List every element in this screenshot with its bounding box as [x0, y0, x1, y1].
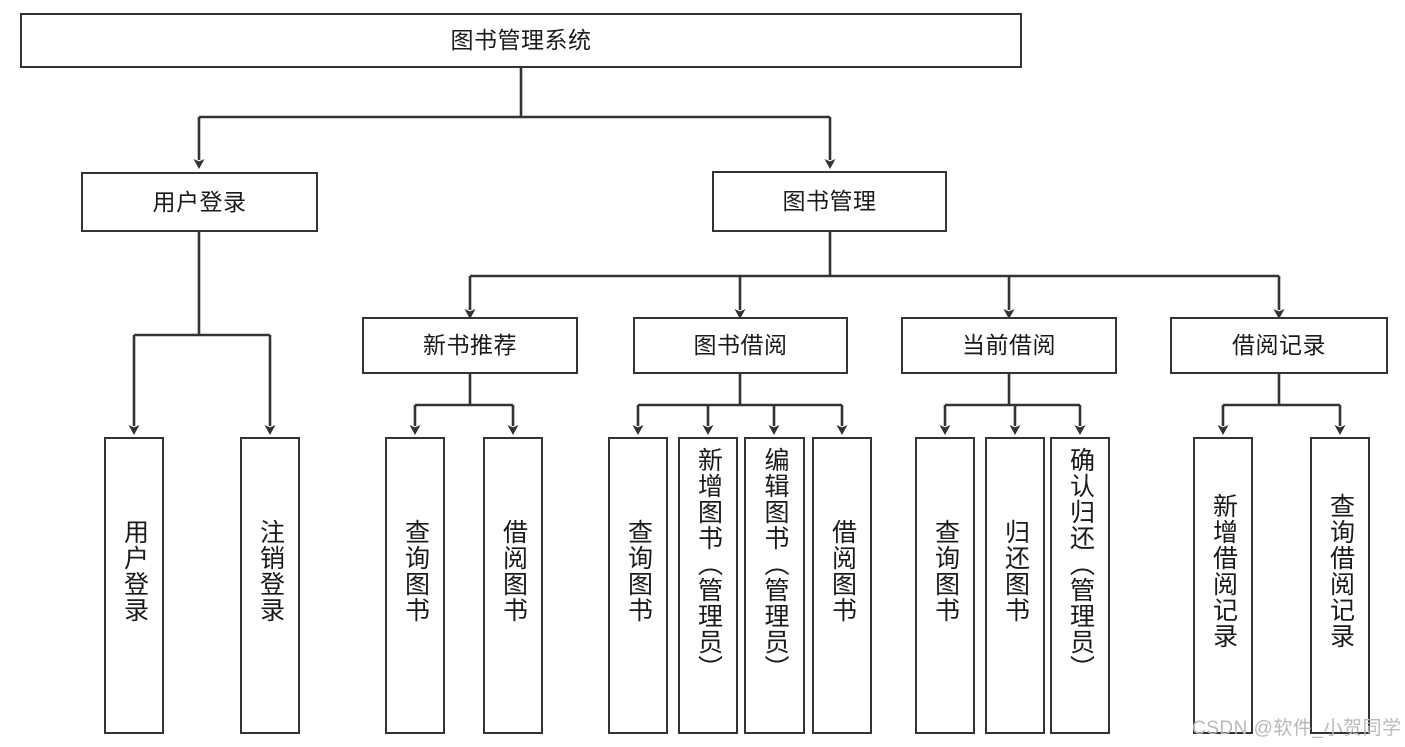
- leaf-query-borrow-record[interactable]: 查询借阅记录: [1310, 437, 1370, 734]
- leaf-logout[interactable]: 注销登录: [240, 437, 300, 734]
- node-book-management[interactable]: 图书管理: [712, 171, 947, 232]
- node-label: 查询借阅记录: [1326, 493, 1355, 649]
- leaf-query-book-recommend[interactable]: 查询图书: [385, 437, 445, 734]
- node-label: 借阅记录: [1232, 332, 1326, 358]
- node-user-login[interactable]: 用户登录: [81, 172, 318, 232]
- node-root-system[interactable]: 图书管理系统: [20, 13, 1022, 68]
- leaf-add-book-admin[interactable]: 新增图书（管理员）: [678, 437, 738, 734]
- node-label: 用户登录: [152, 188, 247, 215]
- node-label: 新增借阅记录: [1209, 493, 1238, 649]
- node-label: 新书推荐: [423, 332, 517, 358]
- node-label: 借阅图书: [499, 519, 528, 623]
- node-current-borrow[interactable]: 当前借阅: [901, 317, 1117, 374]
- csdn-watermark: CSDN @软件_小贺同学: [1192, 718, 1402, 739]
- node-label: 借阅图书: [828, 519, 857, 623]
- node-label: 查询图书: [401, 519, 430, 623]
- leaf-add-borrow-record[interactable]: 新增借阅记录: [1193, 437, 1253, 734]
- node-label: 图书借阅: [693, 332, 788, 358]
- node-label: 归还图书: [1001, 519, 1030, 623]
- node-label: 用户登录: [120, 519, 149, 623]
- leaf-query-book-current[interactable]: 查询图书: [915, 437, 975, 734]
- leaf-return-book[interactable]: 归还图书: [985, 437, 1045, 734]
- node-label: 编辑图书（管理员）: [761, 447, 789, 681]
- leaf-user-login[interactable]: 用户登录: [104, 437, 164, 734]
- node-label: 确认归还（管理员）: [1066, 447, 1095, 681]
- node-label: 注销登录: [256, 519, 285, 623]
- node-label: 图书管理系统: [450, 27, 592, 53]
- node-label: 查询图书: [931, 519, 960, 623]
- node-label: 新增图书（管理员）: [694, 447, 723, 681]
- leaf-query-book-borrow[interactable]: 查询图书: [608, 437, 668, 734]
- node-label: 查询图书: [624, 519, 653, 623]
- node-new-book-recommend[interactable]: 新书推荐: [362, 317, 578, 374]
- leaf-edit-book-admin[interactable]: 编辑图书（管理员）: [744, 437, 805, 734]
- node-label: 图书管理: [782, 188, 877, 214]
- leaf-confirm-return-admin[interactable]: 确认归还（管理员）: [1050, 437, 1110, 734]
- node-label: 当前借阅: [962, 332, 1056, 358]
- leaf-borrow-book[interactable]: 借阅图书: [812, 437, 872, 734]
- node-book-borrow[interactable]: 图书借阅: [633, 317, 848, 374]
- leaf-borrow-book-recommend[interactable]: 借阅图书: [483, 437, 543, 734]
- node-borrow-record[interactable]: 借阅记录: [1170, 317, 1388, 374]
